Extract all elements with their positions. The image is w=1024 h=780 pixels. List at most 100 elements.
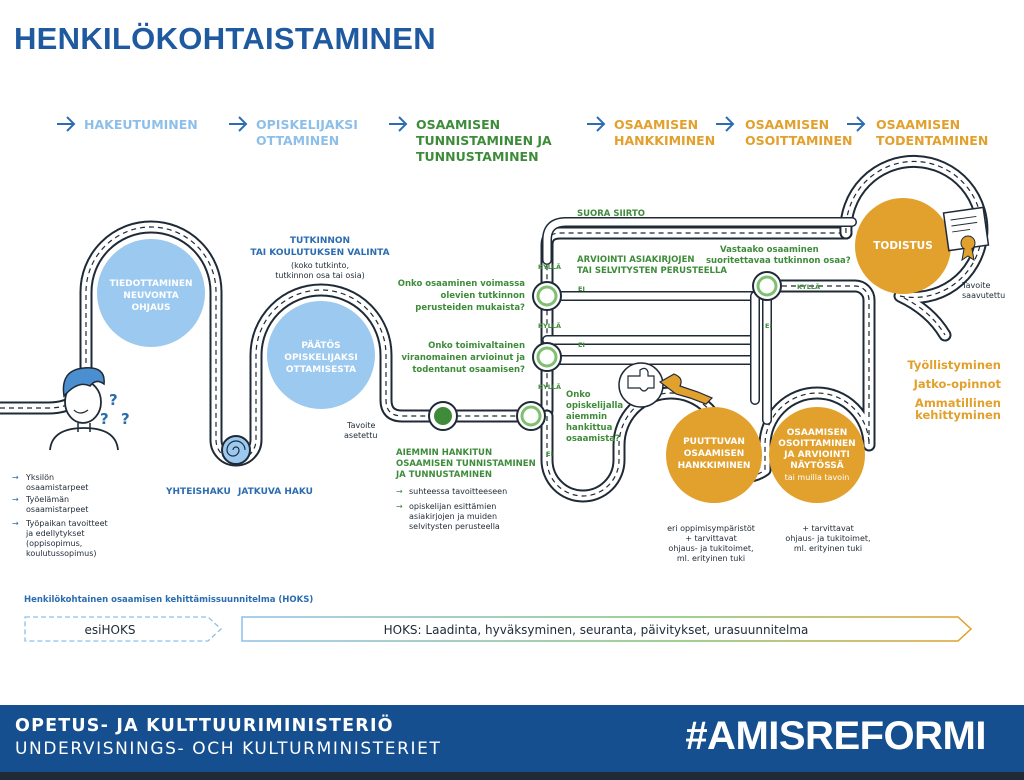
arrow-right-icon (587, 116, 606, 132)
label-arviointi: ARVIOINTI ASIAKIRJOJEN (577, 255, 695, 265)
list-item: Työelämän (25, 495, 69, 504)
hoks-label: HOKS: Laadinta, hyväksyminen, seuranta, … (384, 623, 809, 637)
question-text: perusteiden mukaista? (415, 303, 525, 313)
node-puuttuvan-osaamisen-hankkiminen (666, 407, 762, 503)
svg-text:?: ? (121, 410, 130, 428)
outcome-label: kehittyminen (915, 408, 1001, 422)
question-text: opiskelijalla (566, 401, 623, 411)
note-text: ml. erityinen tuki (677, 554, 745, 563)
bullet-arrow-icon: → (396, 502, 403, 511)
list-item: selvitysten perusteella (409, 522, 500, 531)
bullet-arrow-icon: → (12, 495, 19, 504)
junction-circles (221, 271, 782, 465)
node-label: OTTAMISESTA (286, 365, 356, 375)
question-q3: Onko opiskelijalla aiemmin hankittua osa… (566, 390, 623, 444)
hankkiminen-notes: eri oppimisympäristöt + tarvittavat ohja… (667, 524, 755, 563)
node-label: OSAAMISEN (787, 428, 848, 438)
list-item: (oppisopimus, (26, 539, 82, 548)
list-item: Työpaikan tavoitteet (25, 519, 108, 528)
label-kylla: KYLLÄ (538, 262, 561, 271)
question-q1: Onko osaaminen voimassa olevien tutkinno… (398, 279, 525, 313)
road-network (0, 154, 989, 503)
stage-label: OSAAMISEN (745, 117, 829, 132)
hashtag-logo: #AMISREFORMI (685, 714, 986, 758)
outcome-label: Ammatillinen (915, 396, 1001, 410)
decision-labels: KYLLÄ KYLLÄ KYLLÄ KYLLÄ EI EI EI EI (538, 262, 820, 458)
note-text: ohjaus- ja tukitoimet, (785, 534, 870, 543)
outcome-label: Työllistyminen (907, 358, 1001, 372)
list-item: asiakirjojen ja muiden (409, 512, 497, 521)
note-text: ml. erityinen tuki (794, 544, 862, 553)
list-item: suhteessa tavoitteeseen (409, 487, 507, 496)
hoks-title: Henkilökohtainen osaamisen kehittämissuu… (24, 595, 313, 605)
stage-header-osoittaminen: OSAAMISEN OSOITTAMINEN (716, 116, 853, 148)
label-jatkuva-haku: JATKUVA HAKU (237, 487, 313, 497)
node-paatos (267, 301, 375, 409)
label-ei: EI (578, 341, 585, 349)
osoittaminen-notes: + tarvittavat ohjaus- ja tukitoimet, ml.… (785, 524, 870, 553)
node-label: TIEDOTTAMINEN (109, 279, 192, 289)
puzzle-icon (618, 362, 714, 408)
hoks-arrow: HOKS: Laadinta, hyväksyminen, seuranta, … (241, 616, 973, 642)
node-label: OSAAMISEN (684, 449, 745, 459)
stage-label: OSAAMISEN (614, 117, 698, 132)
node-label: PÄÄTÖS (301, 340, 340, 351)
question-text: olevien tutkinnon (441, 291, 526, 301)
question-text: Onko toimivaltainen (428, 341, 525, 351)
list-item: opiskelijan esittämien (409, 502, 496, 511)
list-item: osaamistarpeet (26, 505, 88, 514)
arrow-right-icon (229, 116, 248, 132)
svg-text:?: ? (109, 391, 118, 409)
question-q4: Vastaako osaaminen suoritettavaa tutkinn… (706, 245, 851, 266)
label-tutkinnon-valinta-sub: tutkinnon osa tai osia) (275, 271, 364, 280)
esihoks-arrow: esiHOKS (24, 616, 222, 642)
node-label: NEUVONTA (123, 291, 178, 301)
stage-label: OSAAMISEN (876, 117, 960, 132)
stage-header-tunnistaminen: OSAAMISEN TUNNISTAMINEN JA TUNNUSTAMINEN (389, 116, 552, 164)
page-title: HENKILÖKOHTAISTAMINEN (14, 21, 436, 56)
outcomes: Työllistyminen Jatko-opinnot Ammatilline… (907, 358, 1001, 422)
block-title: OSAAMISEN TUNNISTAMINEN (396, 459, 536, 469)
node-label: TODISTUS (873, 240, 933, 252)
label-suora-siirto: SUORA SIIRTO (577, 209, 645, 219)
stage-label: HANKKIMINEN (614, 133, 715, 148)
label-yhteishaku: YHTEISHAKU (165, 487, 231, 497)
question-mark-icon: ? ? ? (100, 391, 130, 428)
list-item: osaamistarpeet (26, 483, 88, 492)
stage-header-todentaminen: OSAAMISEN TODENTAMINEN (847, 116, 988, 148)
label-tutkinnon-valinta: TAI KOULUTUKSEN VALINTA (250, 248, 389, 258)
stage-label: TODENTAMINEN (876, 133, 988, 148)
block-title: JA TUNNUSTAMINEN (395, 470, 492, 480)
stage-label: OSOITTAMINEN (745, 133, 853, 148)
note-text: ohjaus- ja tukitoimet, (668, 544, 753, 553)
question-text: todentanut osaamisen? (412, 365, 525, 375)
label-tavoite-saavutettu: Tavoite (961, 281, 990, 290)
stage-header-hakeutuminen: HAKEUTUMINEN (57, 116, 198, 132)
label-tutkinnon-valinta: TUTKINNON (290, 236, 350, 246)
label-ei: EI (546, 450, 553, 458)
list-item: ja edellytykset (25, 529, 85, 538)
stage-label: OTTAMINEN (256, 133, 339, 148)
label-tavoite-asetettu: Tavoite (346, 421, 375, 430)
question-text: suoritettavaa tutkinnon osaa? (706, 256, 851, 266)
question-text: aiemmin (566, 412, 607, 422)
stage-label: HAKEUTUMINEN (84, 117, 198, 132)
node-osoittaminen-arviointi (769, 407, 865, 503)
bullet-arrow-icon: → (12, 519, 19, 528)
bullet-arrow-icon: → (12, 473, 19, 482)
process-diagram: HENKILÖKOHTAISTAMINEN HAKEUTUMINEN OPISK… (0, 21, 1005, 642)
esihoks-label: esiHOKS (85, 623, 136, 637)
question-text: Vastaako osaaminen (720, 245, 819, 255)
question-text: viranomainen arvioinut ja (401, 353, 525, 363)
footer (0, 705, 1024, 780)
needs-list: → Yksilön osaamistarpeet → Työelämän osa… (12, 473, 108, 558)
stage-label: TUNNUSTAMINEN (416, 149, 539, 164)
label-tutkinnon-valinta-sub: (koko tutkinto, (291, 261, 349, 270)
arrow-right-icon (57, 116, 76, 132)
label-tavoite-saavutettu: saavutettu (962, 291, 1005, 300)
node-label: NÄYTÖSSÄ (790, 460, 844, 471)
question-text: osaamista? (566, 434, 620, 444)
list-item: Yksilön (25, 473, 54, 482)
note-text: + tarvittavat (685, 534, 736, 543)
stage-label: OPISKELIJAKSI (256, 117, 358, 132)
